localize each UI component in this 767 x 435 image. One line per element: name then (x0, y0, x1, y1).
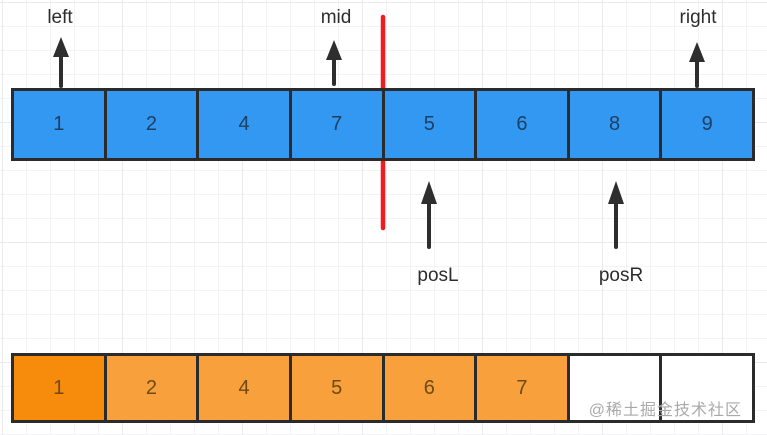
top-array-cell: 9 (659, 91, 752, 158)
right-arrow-icon (689, 42, 705, 88)
mid-arrow-icon (326, 40, 342, 86)
left-arrow-icon (53, 37, 69, 88)
top-array: 1 2 4 7 5 6 8 9 (11, 88, 755, 161)
bottom-array-cell: 6 (381, 356, 475, 420)
bottom-array-cell: 5 (288, 356, 382, 420)
top-array-cell: 4 (196, 91, 289, 158)
pointer-label-posL: posL (417, 265, 459, 286)
pointer-label-right: right (679, 7, 717, 28)
top-array-cell: 6 (474, 91, 567, 158)
bottom-array-cell (566, 356, 660, 420)
posL-arrow-icon (421, 181, 437, 249)
bottom-array-cell: 4 (196, 356, 289, 420)
pointer-label-mid: mid (320, 7, 352, 28)
pointer-label-left: left (47, 7, 73, 28)
bottom-array-cell: 1 (14, 356, 104, 420)
bottom-array: 1 2 4 5 6 7 (11, 353, 755, 423)
top-array-cell: 8 (566, 91, 660, 158)
top-array-cell: 2 (103, 91, 197, 158)
top-array-cell: 5 (381, 91, 475, 158)
top-array-cell: 7 (288, 91, 382, 158)
watermark: @稀土掘金技术社区 (588, 402, 742, 419)
posR-arrow-icon (608, 181, 624, 249)
top-array-cell: 1 (14, 91, 104, 158)
bottom-array-cell: 7 (474, 356, 567, 420)
bottom-array-cell (659, 356, 752, 420)
pointer-label-posR: posR (598, 265, 644, 286)
bottom-array-cell: 2 (103, 356, 197, 420)
